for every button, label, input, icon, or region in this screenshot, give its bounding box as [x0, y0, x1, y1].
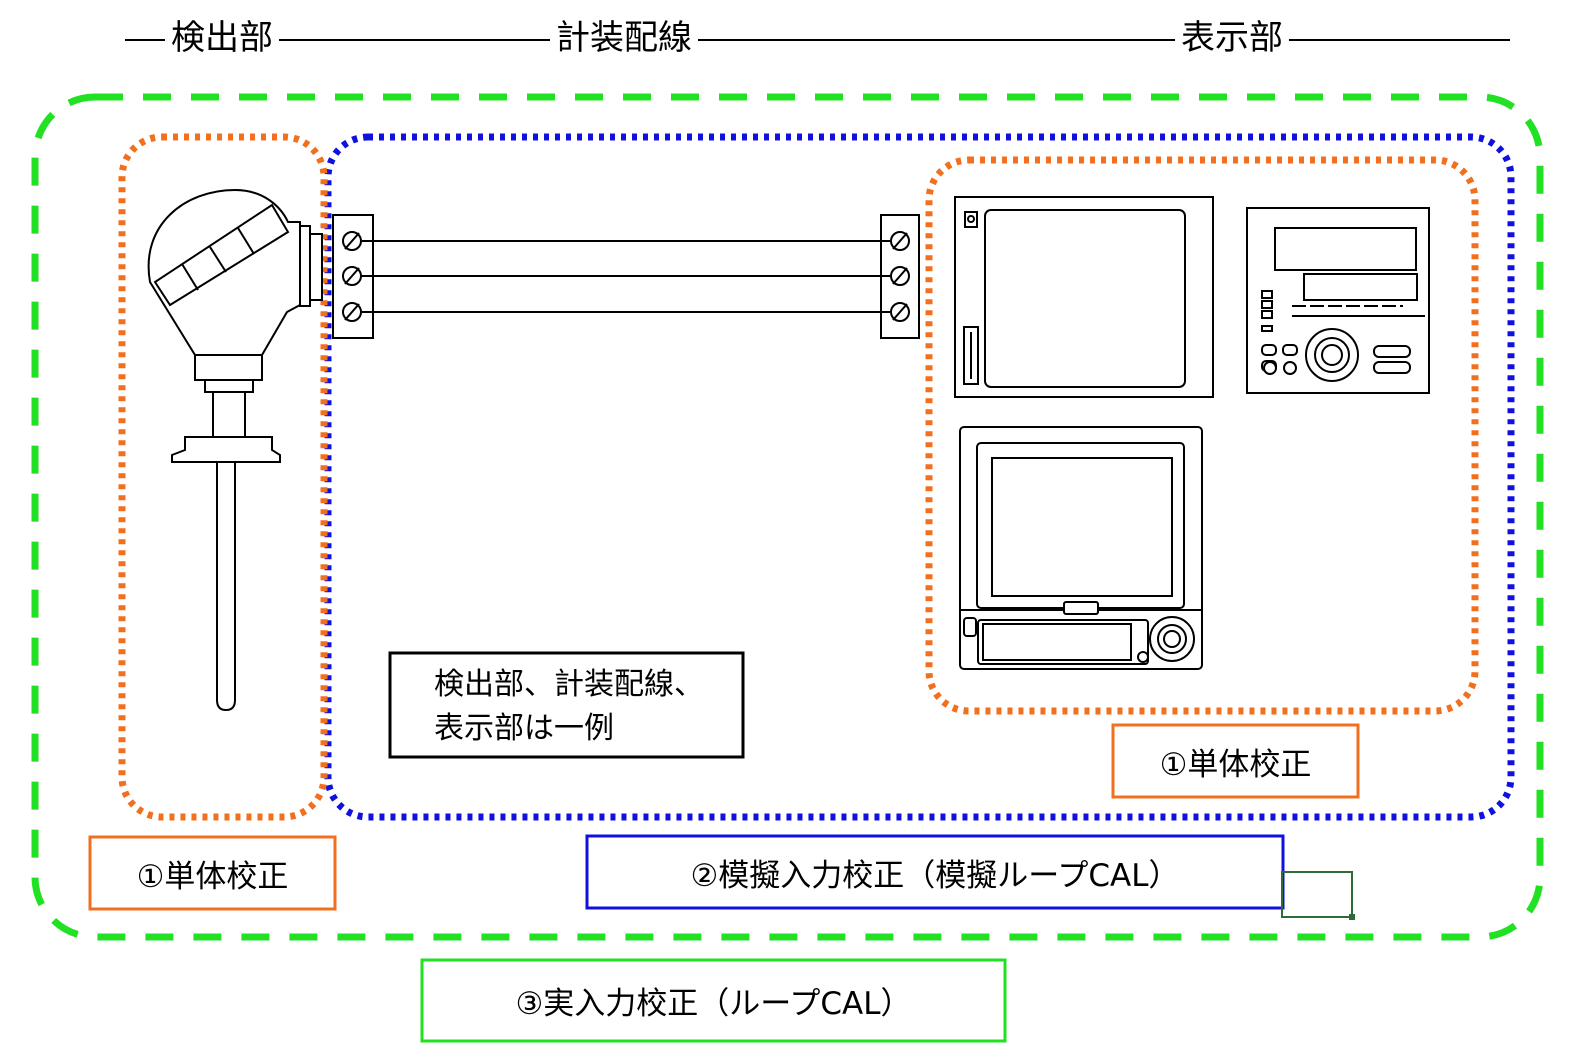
header-wiring: 計装配線: [550, 14, 698, 62]
selection-handle[interactable]: [1349, 914, 1355, 920]
instrument-wiring: [362, 240, 890, 313]
right-terminal-block: [880, 214, 920, 339]
detector-unit-cal-boundary: [118, 133, 328, 821]
unit-cal-display-label: ①単体校正: [1115, 727, 1356, 795]
real-cal-label: ③実入力校正（ループCAL）: [424, 962, 1003, 1039]
note-line-2: 表示部は一例: [434, 711, 614, 746]
simulated-cal-boundary: [324, 133, 1515, 821]
chart-recorder-icon: [954, 196, 1214, 398]
sensor-icon: [147, 188, 323, 712]
digital-controller-icon: [1246, 207, 1430, 394]
header-detector: 検出部: [165, 14, 279, 62]
note-line-1: 検出部、計装配線、: [434, 667, 704, 702]
header-display: 表示部: [1175, 14, 1289, 62]
unit-cal-detector-label: ①単体校正: [92, 839, 333, 907]
paperless-recorder-icon: [959, 426, 1203, 670]
display-unit-cal-boundary: [925, 156, 1479, 715]
simulated-cal-label: ②模擬入力校正（模擬ループCAL）: [589, 838, 1281, 906]
real-cal-boundary: [31, 93, 1544, 941]
selection-frame: [1281, 871, 1353, 918]
example-note: 検出部、計装配線、 表示部は一例: [392, 655, 741, 755]
